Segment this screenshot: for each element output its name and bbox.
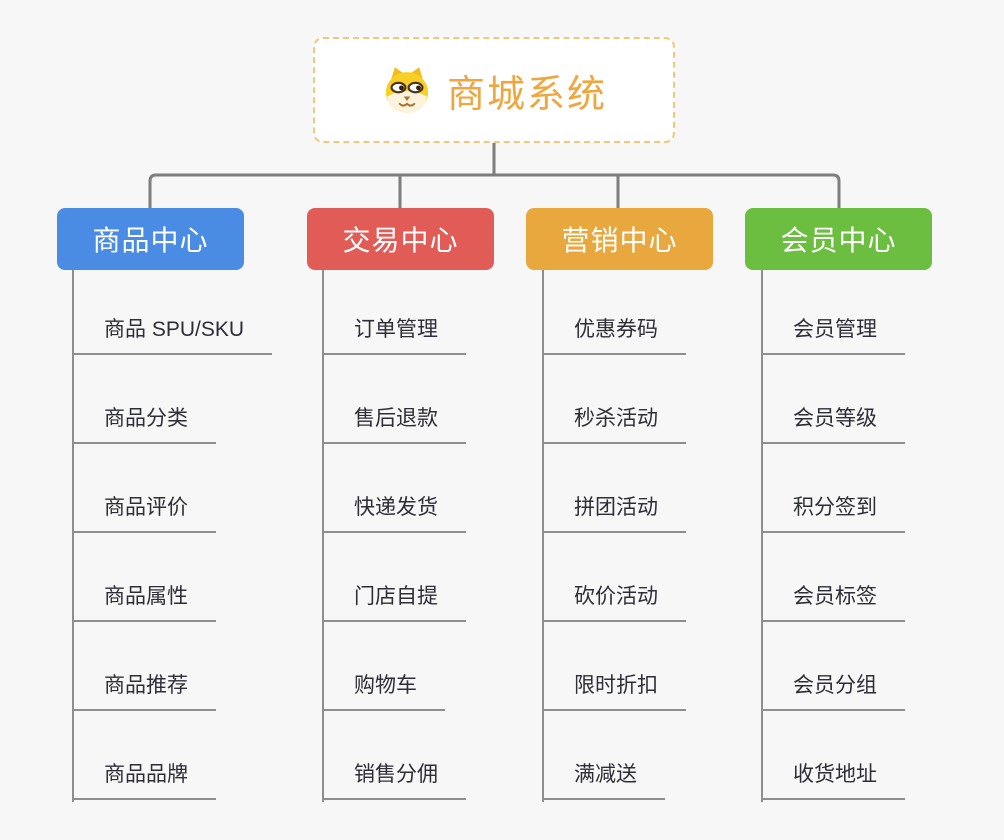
leaf-node[interactable]: 秒杀活动	[542, 405, 686, 444]
leaf-node[interactable]: 商品推荐	[72, 672, 216, 711]
branch-label: 营销中心	[561, 225, 678, 256]
root-node-mall-system[interactable]: 商城系统	[313, 37, 675, 143]
leaf-node[interactable]: 门店自提	[322, 583, 466, 622]
branch-label: 交易中心	[342, 225, 459, 256]
leaf-node[interactable]: 商品品牌	[72, 761, 216, 800]
leaf-node[interactable]: 会员管理	[761, 316, 905, 355]
branch-node-member-center[interactable]: 会员中心	[745, 208, 932, 270]
branch-trunk-line	[542, 270, 544, 802]
leaf-node[interactable]: 收货地址	[761, 761, 905, 800]
leaf-node[interactable]: 会员等级	[761, 405, 905, 444]
leaf-node[interactable]: 售后退款	[322, 405, 466, 444]
branch-node-trade-center[interactable]: 交易中心	[307, 208, 494, 270]
leaf-node[interactable]: 购物车	[322, 672, 445, 711]
branch-node-marketing-center[interactable]: 营销中心	[526, 208, 713, 270]
leaf-node[interactable]: 积分签到	[761, 494, 905, 533]
branch-trunk-line	[72, 270, 74, 802]
leaf-node[interactable]: 优惠券码	[542, 316, 686, 355]
leaf-node[interactable]: 商品 SPU/SKU	[72, 316, 273, 355]
branch-trunk-line	[322, 270, 324, 802]
leaf-node[interactable]: 会员分组	[761, 672, 905, 711]
leaf-node[interactable]: 拼团活动	[542, 494, 686, 533]
branch-label: 商品中心	[92, 225, 209, 256]
leaf-node[interactable]: 商品评价	[72, 494, 216, 533]
leaf-node[interactable]: 商品属性	[72, 583, 216, 622]
root-title: 商城系统	[446, 73, 607, 116]
leaf-node[interactable]: 订单管理	[322, 316, 466, 355]
leaf-node[interactable]: 砍价活动	[542, 583, 686, 622]
leaf-node[interactable]: 会员标签	[761, 583, 905, 622]
branch-trunk-line	[761, 270, 763, 802]
leaf-node[interactable]: 快递发货	[322, 494, 466, 533]
leaf-node[interactable]: 满减送	[542, 761, 665, 800]
leaf-node[interactable]: 限时折扣	[542, 672, 686, 711]
dog-face-icon	[385, 67, 429, 113]
leaf-node[interactable]: 销售分佣	[322, 761, 466, 800]
leaf-node[interactable]: 商品分类	[72, 405, 216, 444]
branch-node-product-center[interactable]: 商品中心	[57, 208, 244, 270]
branch-label: 会员中心	[780, 225, 897, 256]
